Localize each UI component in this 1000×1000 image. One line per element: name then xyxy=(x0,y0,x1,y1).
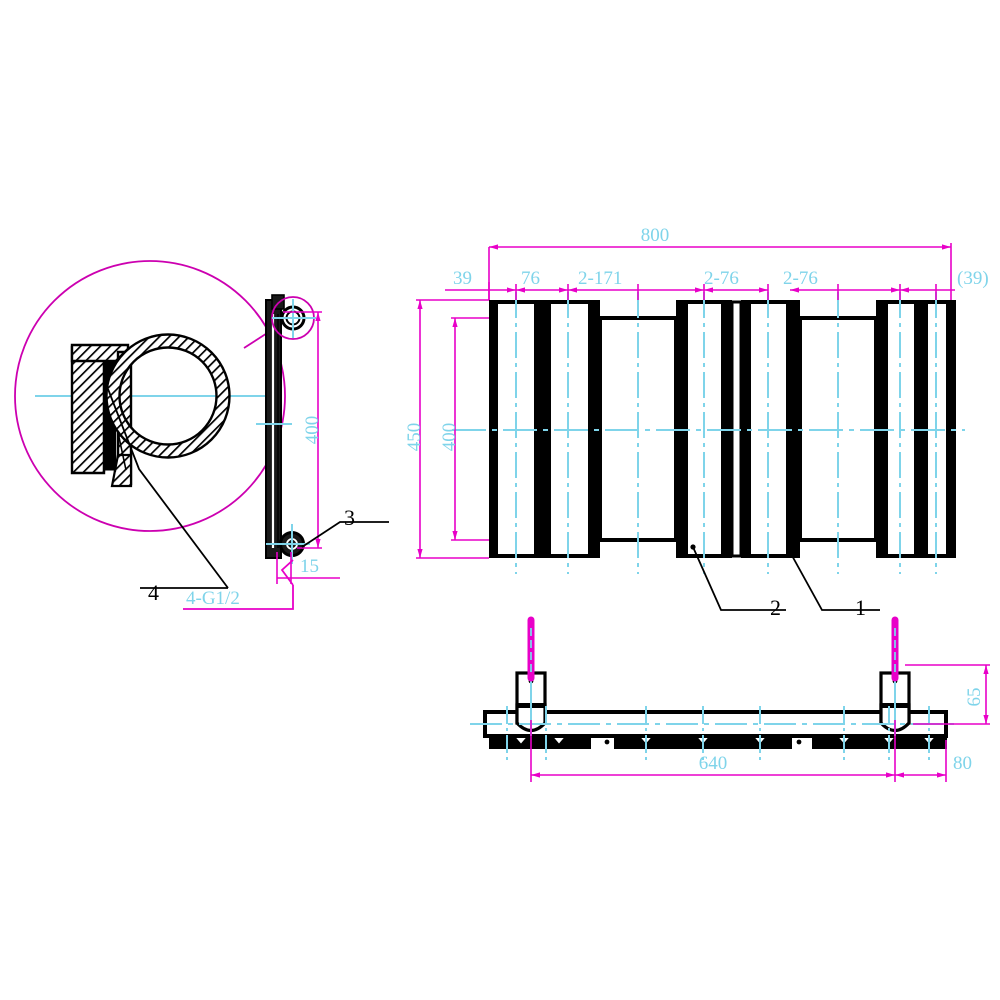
dimension-label-80: 80 xyxy=(953,753,972,774)
plan-valve-right xyxy=(879,616,911,736)
side-top-connector xyxy=(271,294,316,340)
dimension-label-2-171: 2-171 xyxy=(578,268,622,289)
leader-line-item-1 xyxy=(789,551,880,611)
callout-item-4: 4 xyxy=(148,580,159,605)
leader-dot-item-1 xyxy=(787,549,793,555)
callout-item-1: 1 xyxy=(855,595,866,620)
front-fin-centerlines xyxy=(515,292,937,574)
dimension-side-height-400: 400 xyxy=(283,311,323,549)
dimension-label-39: 39 xyxy=(453,268,472,289)
top-plan-view: 640 80 65 xyxy=(470,616,990,782)
dimension-label-side-400: 400 xyxy=(302,416,323,445)
dimension-plan-640: 640 xyxy=(530,720,896,782)
dimension-label-side-15: 15 xyxy=(300,556,319,577)
dimension-label-39-ref: (39) xyxy=(957,268,989,289)
dimension-plan-80: 80 xyxy=(895,740,972,782)
dimension-label-450: 450 xyxy=(404,423,425,452)
side-elevation-view: 400 15 3 4-G1/2 xyxy=(183,294,389,610)
dimension-side-depth-15: 15 xyxy=(276,552,340,584)
dimension-front-chain xyxy=(445,282,955,300)
dimension-label-76: 76 xyxy=(521,268,540,289)
thread-note-4-g12: 4-G1/2 xyxy=(183,559,294,610)
plan-fin-row xyxy=(489,737,947,749)
detail-boundary-circle xyxy=(14,260,286,532)
plan-valve-left xyxy=(515,616,547,736)
dimension-label-640: 640 xyxy=(699,753,728,774)
dimension-label-800: 800 xyxy=(641,225,670,246)
dimension-plan-65: 65 xyxy=(905,664,990,725)
leader-line-item-3 xyxy=(301,521,389,548)
side-bottom-connector xyxy=(266,524,310,564)
callout-item-2: 2 xyxy=(770,595,781,620)
leader-dot-item-2 xyxy=(690,544,696,550)
dimension-front-height-400: 400 xyxy=(439,317,489,541)
leader-line-item-4 xyxy=(107,388,229,589)
thread-note-label: 4-G1/2 xyxy=(186,588,240,609)
dimension-label-2-76-b: 2-76 xyxy=(783,268,818,289)
enlarged-detail-view: 4 xyxy=(14,260,286,605)
dimension-label-65: 65 xyxy=(964,688,985,707)
dimension-front-height-450: 450 xyxy=(404,299,489,559)
dimension-label-400-front: 400 xyxy=(439,423,460,452)
front-elevation-view: 800 39 76 2-17 xyxy=(404,225,989,620)
leader-line-item-2 xyxy=(692,546,786,611)
plan-fin-centerlines xyxy=(506,706,930,760)
dimension-label-2-76-a: 2-76 xyxy=(704,268,739,289)
callout-item-3: 3 xyxy=(344,505,355,530)
detail-tube-section xyxy=(105,333,231,459)
